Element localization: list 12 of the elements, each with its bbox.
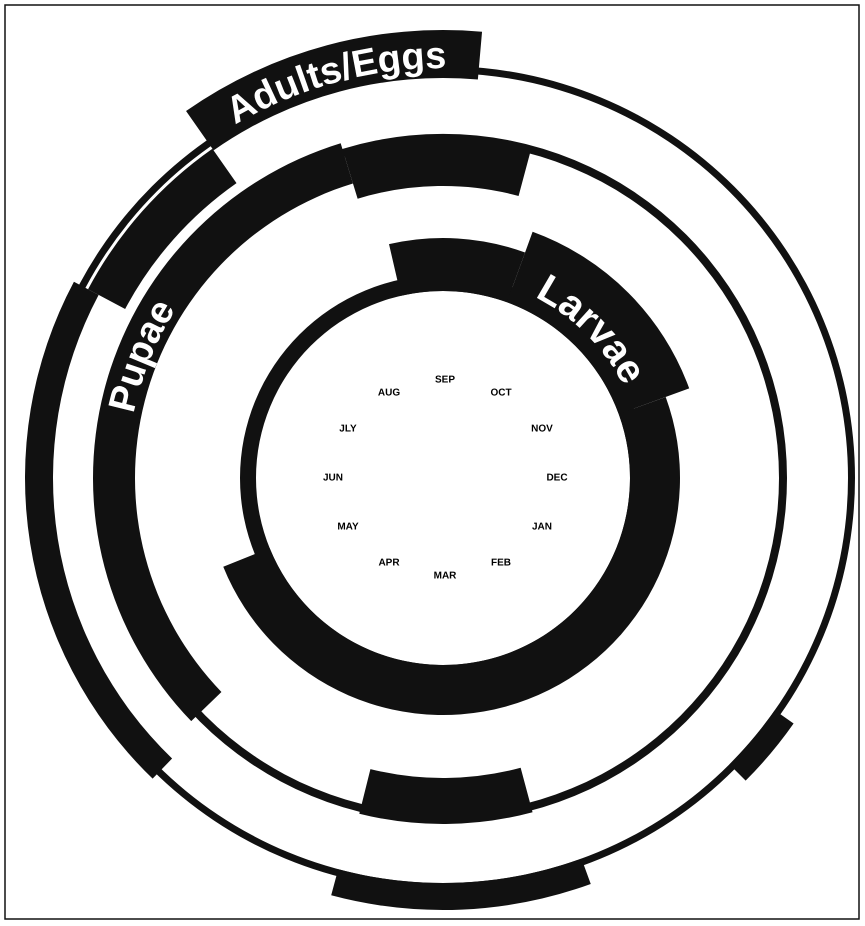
month-label: NOV — [531, 424, 553, 434]
month-label: DEC — [546, 472, 568, 484]
month-label: MAR — [434, 570, 456, 582]
month-label: JLY — [339, 424, 357, 434]
month-label: FEB — [491, 557, 511, 568]
month-label: JAN — [532, 522, 552, 532]
month-label: APR — [378, 557, 400, 568]
month-label: OCT — [490, 388, 512, 399]
month-label: SEP — [435, 374, 455, 386]
month-label: MAY — [337, 522, 359, 532]
month-label: AUG — [378, 388, 400, 399]
month-label: JUN — [323, 472, 343, 484]
